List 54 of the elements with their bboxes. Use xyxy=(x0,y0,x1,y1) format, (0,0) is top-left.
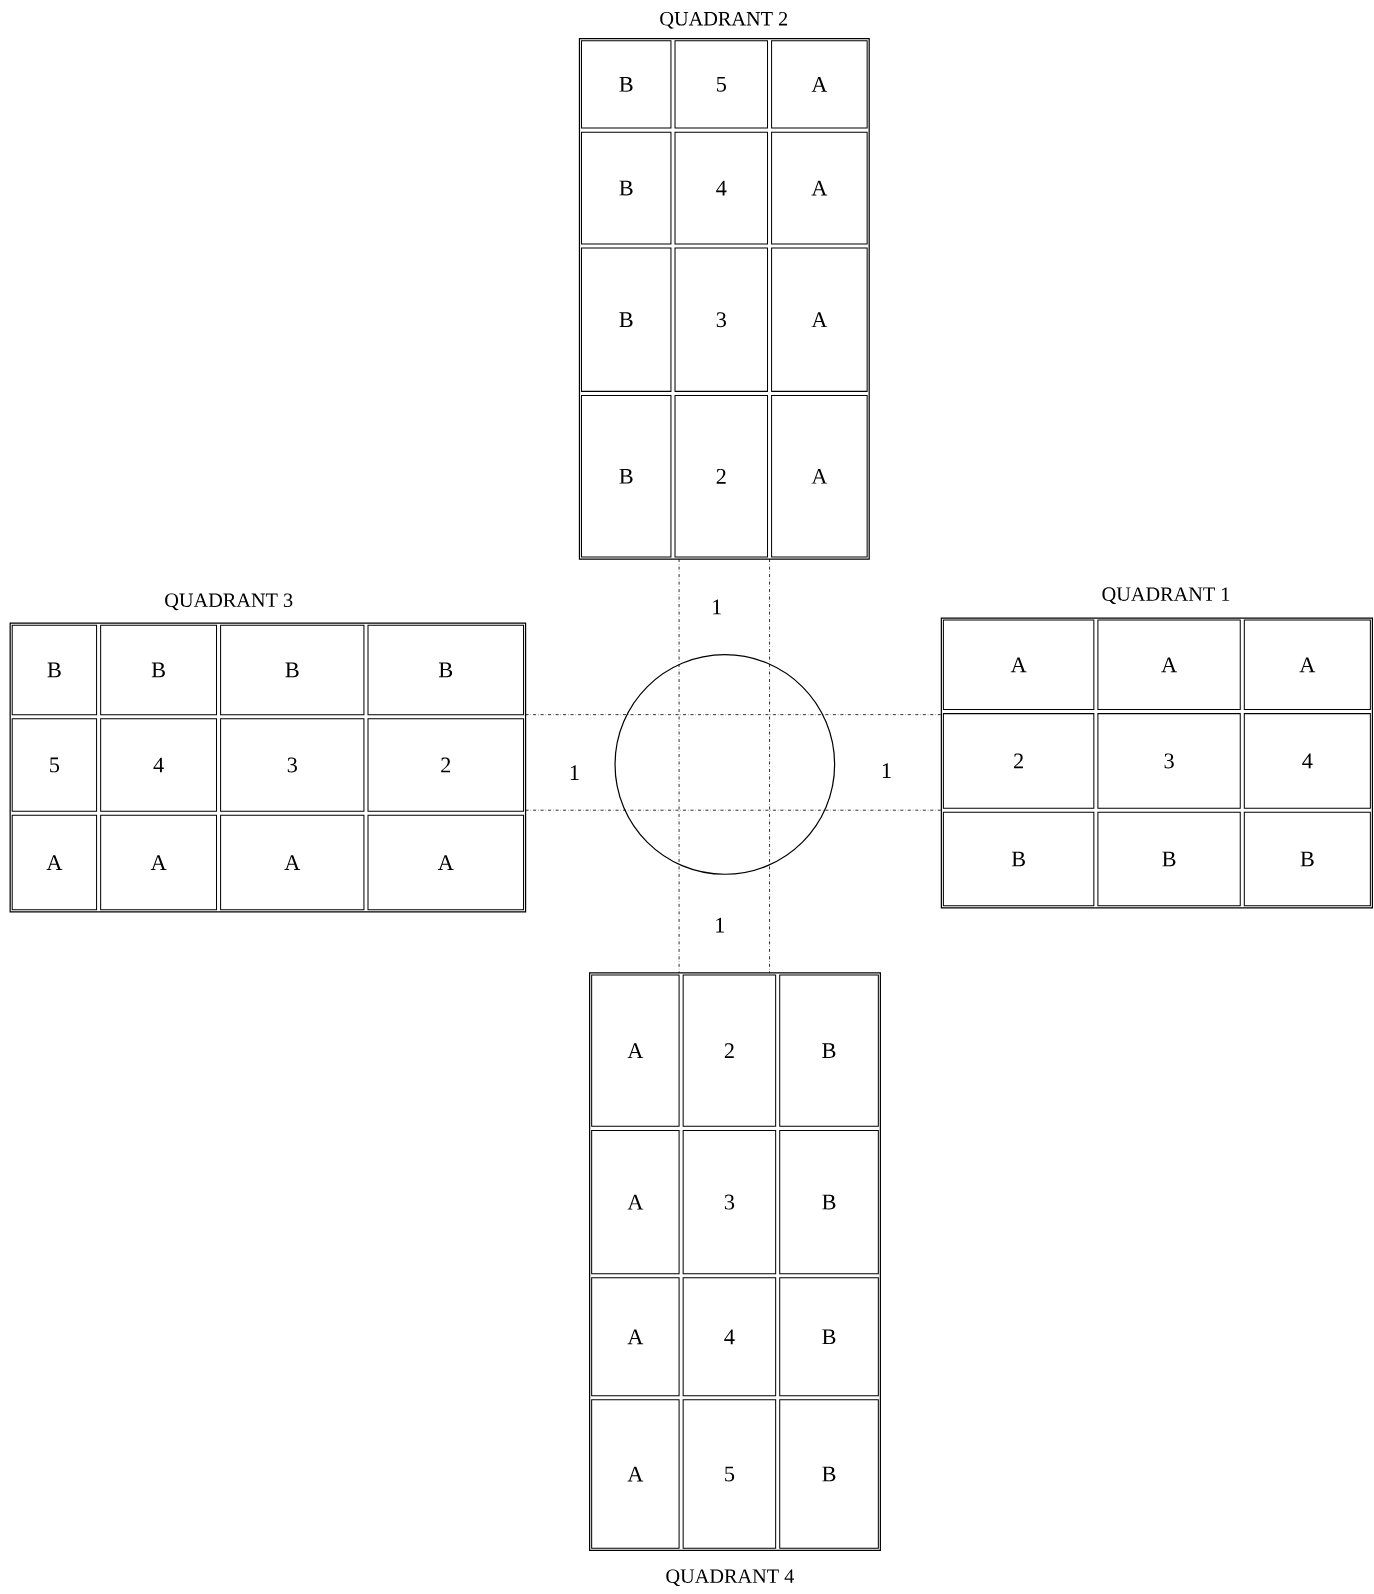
grid-cell: B xyxy=(1097,811,1241,907)
grid-cell: B xyxy=(580,131,672,245)
grid-cell: B xyxy=(779,974,879,1127)
strip-number: 1 xyxy=(882,763,891,778)
panel-title: QUADRANT 3 xyxy=(164,593,293,611)
grid-cell: 3 xyxy=(1097,713,1241,809)
grid-cell: A xyxy=(99,814,217,911)
grid-cell: A xyxy=(770,247,868,392)
grid-cell: B xyxy=(367,624,524,716)
grid-cell: 5 xyxy=(674,40,768,129)
grid-cell: A xyxy=(367,814,524,911)
panel-title: QUADRANT 4 xyxy=(666,1569,794,1587)
grid-cell: 4 xyxy=(682,1277,776,1397)
grid-cell: B xyxy=(942,811,1095,907)
grid-cell: 4 xyxy=(1243,713,1371,809)
grid-cell: B xyxy=(779,1277,879,1397)
grid-cell: 5 xyxy=(682,1399,776,1549)
grid-cell: 5 xyxy=(11,718,97,812)
grid-cell: 3 xyxy=(674,247,768,392)
grid-cell: 3 xyxy=(682,1129,776,1275)
strip-number: 1 xyxy=(715,917,724,933)
grid-cell: A xyxy=(1243,619,1371,711)
grid-cell: B xyxy=(779,1399,879,1549)
grid-cell: A xyxy=(590,974,680,1127)
grid-cell: A xyxy=(1097,619,1241,711)
grid-cell: 2 xyxy=(682,974,776,1127)
grid-cell: 2 xyxy=(367,718,524,812)
strip-number: 1 xyxy=(712,599,721,615)
grid-cell: A xyxy=(219,814,365,911)
strip-number: 1 xyxy=(570,765,579,780)
grid-cell: B xyxy=(219,624,365,716)
grid-cell: B xyxy=(580,394,672,558)
grid-cell: B xyxy=(11,624,97,716)
grid-cell: A xyxy=(590,1399,680,1549)
grid-cell: A xyxy=(770,394,868,558)
grid-cell: 4 xyxy=(674,131,768,245)
grid-cell: 4 xyxy=(99,718,217,812)
grid-cell: 2 xyxy=(674,394,768,558)
grid-cell: A xyxy=(770,40,868,129)
grid-cell: A xyxy=(590,1129,680,1275)
grid-cell: B xyxy=(1243,811,1371,907)
grid-cell: B xyxy=(580,40,672,129)
grid-cell: B xyxy=(99,624,217,716)
grid-cell: A xyxy=(11,814,97,911)
grid-cell: B xyxy=(580,247,672,392)
panel-title: QUADRANT 1 xyxy=(1102,587,1229,605)
circle xyxy=(614,654,836,875)
grid-cell: 3 xyxy=(219,718,365,812)
panel-title: QUADRANT 2 xyxy=(660,11,787,29)
grid-cell: B xyxy=(779,1129,879,1275)
grid-cell: A xyxy=(770,131,868,245)
grid-cell: A xyxy=(942,619,1095,711)
grid-cell: A xyxy=(590,1277,680,1397)
grid-cell: 2 xyxy=(942,713,1095,809)
